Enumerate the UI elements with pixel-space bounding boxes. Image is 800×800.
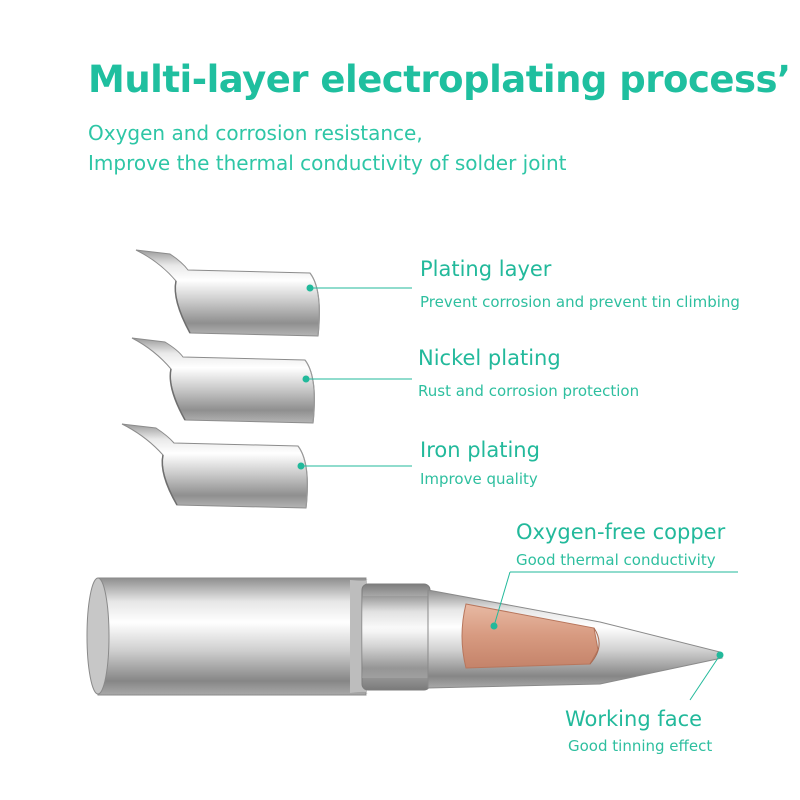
iron-plating-title: Iron plating	[420, 438, 540, 462]
subtitle-line-1: Oxygen and corrosion resistance,	[88, 121, 423, 145]
plating-layer-title: Plating layer	[420, 257, 552, 281]
iron-plating-shell	[121, 423, 308, 509]
nickel-plating-title: Nickel plating	[418, 346, 561, 370]
pointer-dot	[297, 462, 305, 470]
copper-core-desc: Good thermal conductivity	[516, 551, 716, 569]
soldering-tip	[86, 577, 724, 696]
pointer-dot	[302, 375, 310, 383]
page-title: Multi-layer electroplating process’	[88, 58, 791, 101]
layer-pointers	[297, 284, 412, 470]
subtitle-line-2: Improve the thermal conductivity of sold…	[88, 151, 567, 175]
nickel-plating-desc: Rust and corrosion protection	[418, 382, 640, 400]
plating-layer-desc: Prevent corrosion and prevent tin climbi…	[420, 293, 740, 311]
plating-layer-shell	[135, 249, 320, 337]
iron-plating-desc: Improve quality	[420, 470, 538, 488]
copper-core-title: Oxygen-free copper	[516, 520, 726, 544]
copper-pointer-dot	[490, 622, 498, 630]
nickel-plating-shell	[131, 337, 315, 424]
working-face-desc: Good tinning effect	[568, 737, 713, 755]
pointer-dot	[306, 284, 314, 292]
tip-pointers	[490, 571, 738, 701]
working-face-title: Working face	[565, 707, 703, 731]
